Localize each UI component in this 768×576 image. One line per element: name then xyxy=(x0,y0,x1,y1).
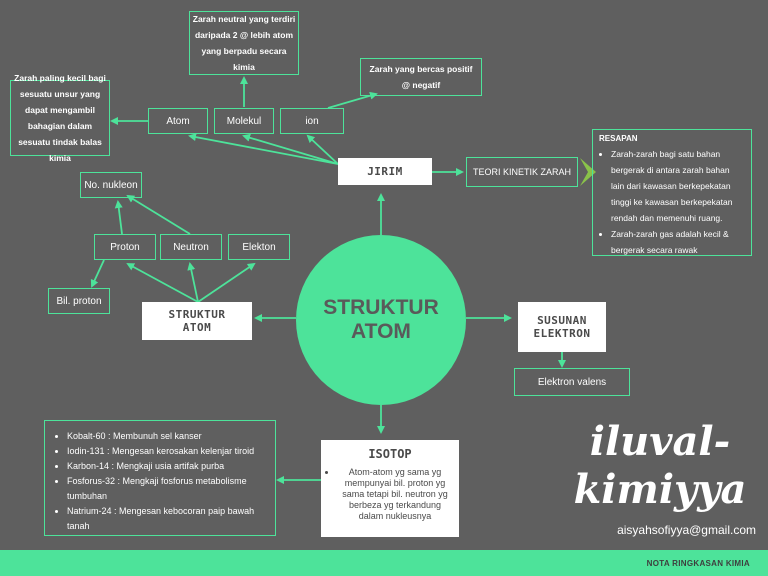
atom-node: Atom xyxy=(148,108,208,134)
jirim-header: JIRIM xyxy=(338,158,432,185)
ion-definition: Zarah yang bercas positif @ negatif xyxy=(360,58,482,96)
isotop-use-item: Kobalt-60 : Membunuh sel kanser xyxy=(67,429,265,444)
line-struktur-elekton xyxy=(197,262,256,303)
author-signature: iluval- kimiyya xyxy=(560,418,760,514)
susunan-title-line2: ELEKTRON xyxy=(533,327,591,340)
line-neutron-nukleon xyxy=(126,194,191,235)
isotop-use-item: Karbon-14 : Mengkaji usia artifak purba xyxy=(67,459,265,474)
proton-node: Proton xyxy=(94,234,156,260)
atom-definition: Zarah paling kecil bagi sesuatu unsur ya… xyxy=(10,73,110,163)
line-proton-nukleon xyxy=(114,200,123,235)
ion-node: ion xyxy=(280,108,344,134)
isotop-uses-list: Kobalt-60 : Membunuh sel kanser Iodin-13… xyxy=(44,420,276,536)
isotop-use-item: Fosforus-32 : Mengkaji fosforus metaboli… xyxy=(67,474,265,504)
molekul-node: Molekul xyxy=(214,108,274,134)
isotop-definition: Atom-atom yg sama yg mempunyai bil. prot… xyxy=(337,467,453,522)
teori-kinetik-node: TEORI KINETIK ZARAH xyxy=(466,157,578,187)
line-jirim-ion xyxy=(306,134,339,165)
nukleon-node: No. nukleon xyxy=(80,172,142,198)
line-jirim-atom xyxy=(188,133,339,165)
isotop-title: ISOTOP xyxy=(368,447,412,461)
elekton-node: Elekton xyxy=(228,234,290,260)
resapan-panel: RESAPAN Zarah-zarah bagi satu bahan berg… xyxy=(592,129,752,256)
isotop-use-item: Natrium-24 : Mengesan kebocoran paip baw… xyxy=(67,504,265,534)
footer-label: NOTA RINGKASAN KIMIA xyxy=(646,559,750,568)
elektron-valens-node: Elektron valens xyxy=(514,368,630,396)
central-topic-line2: ATOM xyxy=(351,320,411,343)
chevron-right-icon xyxy=(580,158,596,186)
line-struktur-proton xyxy=(126,263,199,303)
line-proton-bil xyxy=(90,259,105,288)
struktur-title-line1: STRUKTUR xyxy=(168,308,226,321)
central-topic-line1: STRUKTUR xyxy=(323,296,439,319)
isotop-use-item: Iodin-131 : Mengesan kerosakan kelenjar … xyxy=(67,444,265,459)
susunan-elektron-header: SUSUNAN ELEKTRON xyxy=(518,302,606,352)
neutron-node: Neutron xyxy=(160,234,222,260)
line-struktur-neutron xyxy=(187,262,199,303)
central-topic: STRUKTUR ATOM xyxy=(296,235,466,405)
struktur-title-line2: ATOM xyxy=(182,321,212,334)
isotop-panel: ISOTOP Atom-atom yg sama yg mempunyai bi… xyxy=(321,440,459,537)
resapan-point-2: Zarah-zarah gas adalah kecil & bergerak … xyxy=(611,226,745,258)
molekul-definition: Zarah neutral yang terdiri daripada 2 @ … xyxy=(189,11,299,75)
line-ion-def xyxy=(327,91,378,109)
struktur-atom-header: STRUKTUR ATOM xyxy=(142,302,252,340)
bil-proton-node: Bil. proton xyxy=(48,288,110,314)
line-jirim-molekul xyxy=(242,133,339,165)
susunan-title-line1: SUSUNAN xyxy=(537,314,587,327)
resapan-point-1: Zarah-zarah bagi satu bahan bergerak di … xyxy=(611,146,745,226)
signature-line2: kimiyya xyxy=(573,466,747,513)
signature-line1: iluval- xyxy=(589,418,731,465)
footer-bar: NOTA RINGKASAN KIMIA xyxy=(0,550,768,576)
resapan-title: RESAPAN xyxy=(599,134,638,143)
author-email: aisyahsofiyya@gmail.com xyxy=(617,523,756,537)
